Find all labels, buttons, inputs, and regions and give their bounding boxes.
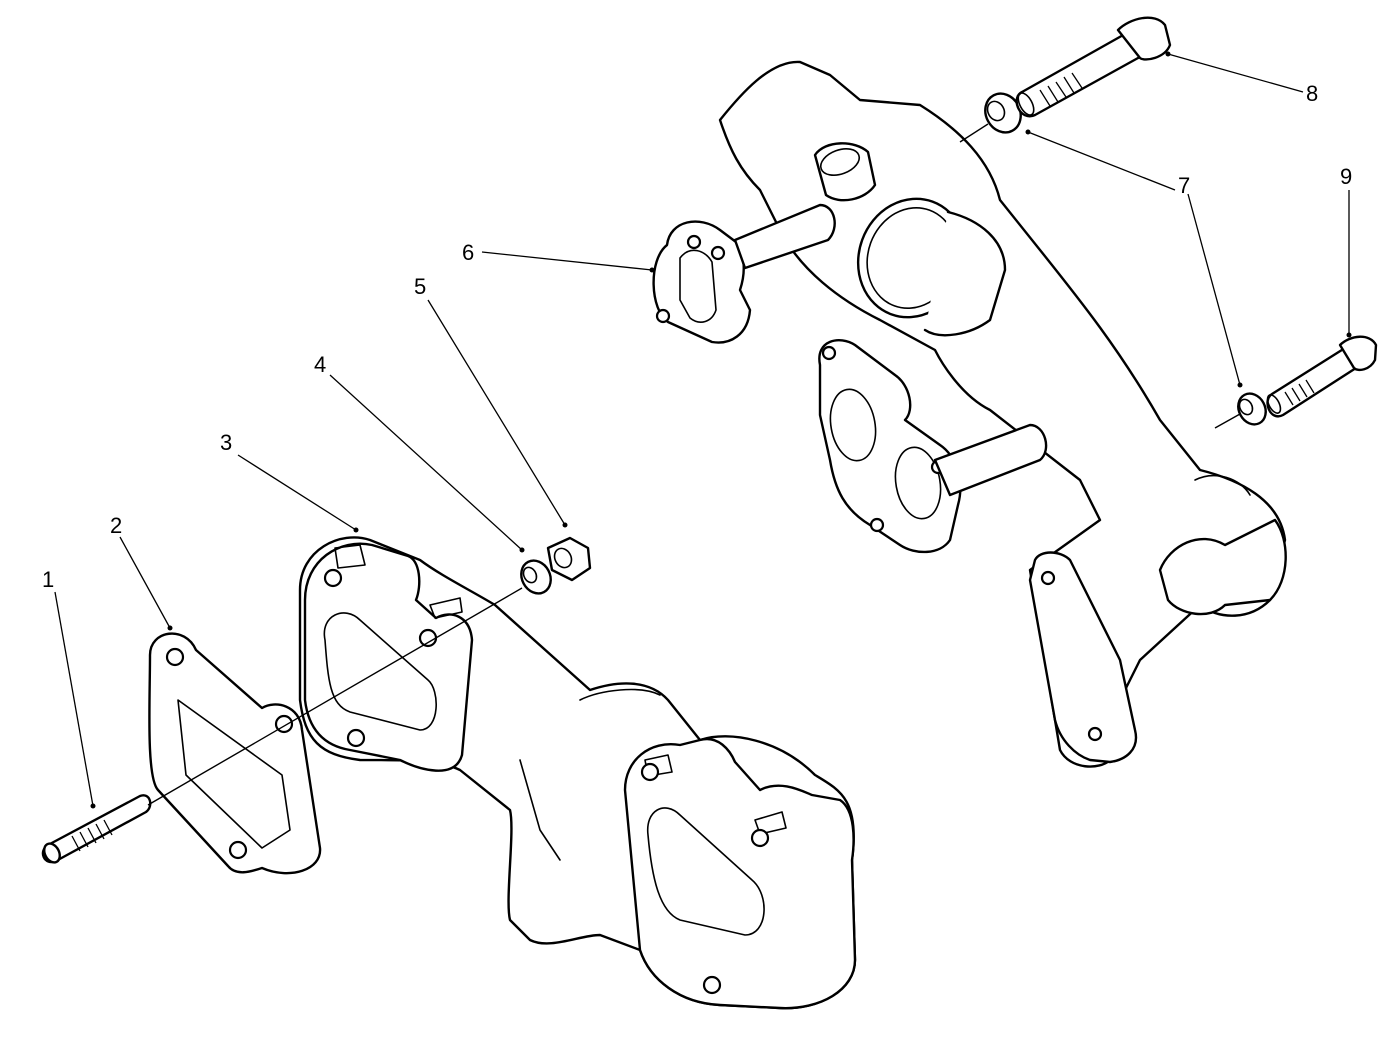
- callout-7: 7: [1178, 173, 1190, 198]
- callout-3: 3: [220, 430, 232, 455]
- callout-1: 1: [42, 567, 54, 592]
- callout-8: 8: [1306, 81, 1318, 106]
- callout-4: 4: [314, 352, 326, 377]
- assembly-axis-lower-right: [1214, 413, 1241, 429]
- assembly-axis-left: [147, 587, 523, 806]
- leader-lines: [54, 51, 1352, 809]
- washer-lower-right-part: [1237, 392, 1267, 426]
- exhaust-manifold-part: [298, 536, 857, 1010]
- bolt-lower-part: [1266, 335, 1378, 418]
- intake-manifold-part: [652, 60, 1287, 768]
- nut-part: [546, 536, 592, 582]
- callout-5: 5: [414, 274, 426, 299]
- bolt-upper-part: [1015, 16, 1172, 118]
- stud-part: [41, 794, 152, 864]
- gasket-part: [148, 632, 322, 875]
- assembly-axis-upper-right: [959, 123, 989, 143]
- callout-6: 6: [462, 240, 474, 265]
- callout-numbers: 1 2 3 4 5 6 7 8 9: [42, 81, 1352, 592]
- callout-9: 9: [1340, 164, 1352, 189]
- washer-left-part: [520, 559, 552, 595]
- callout-2: 2: [110, 513, 122, 538]
